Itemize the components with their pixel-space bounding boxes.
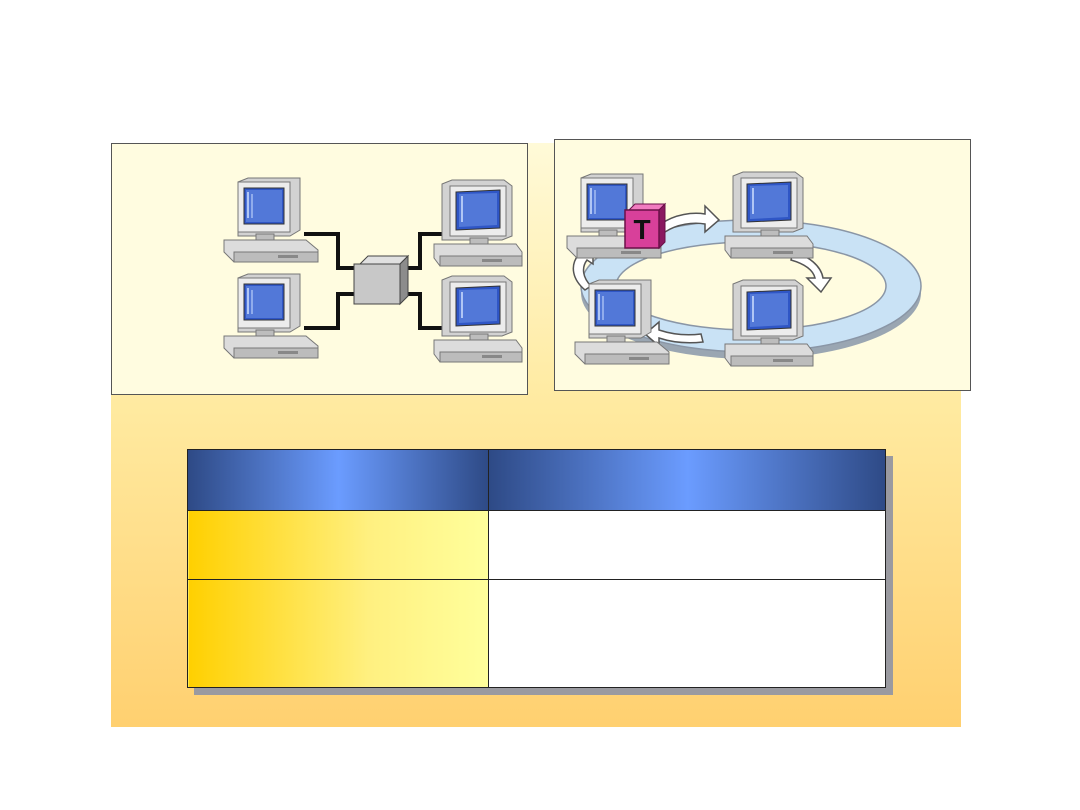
- computer-icon: [724, 279, 814, 367]
- star-topology-diagram: [111, 143, 528, 395]
- token-icon: T: [624, 202, 667, 250]
- computer-icon: [223, 273, 319, 359]
- token-label: T: [633, 214, 650, 245]
- table-header-row: [187, 449, 886, 511]
- table-header-cell: [488, 449, 886, 511]
- flow-arrow-top: [660, 204, 721, 234]
- computer-icon: [724, 171, 814, 259]
- table-cell: [488, 510, 886, 580]
- table-row: [187, 579, 886, 688]
- table-header-cell: [187, 449, 489, 511]
- table-row-label-cell: [187, 579, 489, 688]
- computer-icon: [433, 275, 523, 363]
- computer-icon: [223, 177, 319, 263]
- table-row-label-cell: [187, 510, 489, 580]
- cable-bottom-left: [304, 292, 356, 330]
- hub-icon: [353, 254, 410, 306]
- cable-top-left: [304, 232, 356, 270]
- table-row: [187, 510, 886, 580]
- ring-topology-diagram: T: [554, 139, 971, 391]
- cable-bottom-right: [402, 292, 451, 330]
- flow-arrow-right: [790, 251, 833, 294]
- flow-arrow-bottom: [643, 320, 704, 348]
- computer-icon: [433, 179, 523, 267]
- comparison-table: [187, 449, 893, 695]
- table-cell: [488, 579, 886, 688]
- cable-top-right: [402, 232, 451, 270]
- star-cables: [304, 232, 451, 330]
